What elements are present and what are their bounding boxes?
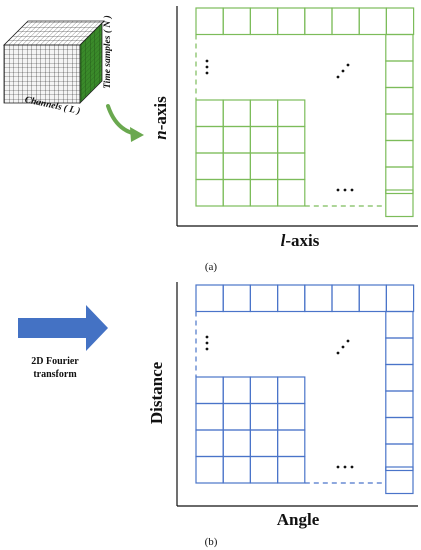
grid-cell [358,7,388,36]
fourier-arrow-icon [18,305,108,351]
fourier-label-1: 2D Fourier [31,356,79,367]
grid-cell [195,402,224,431]
grid-cell [385,86,414,115]
panel-b: Distance Angle (b) [147,282,418,548]
caption-a: (a) [205,261,218,273]
grid-cell [385,113,414,142]
grid-cell [277,429,306,458]
grid-cell [277,402,306,431]
grid-cell [249,7,279,36]
grid-cell [249,284,279,313]
panel-a: Channels ( L ) Time samples ( N ) n-axis… [3,6,418,273]
grid-cell [249,125,279,154]
axes-a [176,6,418,227]
grid-cell [195,152,224,181]
grid-cell [195,7,224,36]
grid-b [195,284,415,495]
grid-cell [385,189,414,218]
grid-cell [385,390,414,419]
ellipsis-diagonal-a [336,63,350,79]
grid-cell [385,466,414,495]
grid-cell [249,429,279,458]
distance-axis-label: Distance [147,361,166,424]
grid-cell [277,376,306,405]
grid-cell [195,125,224,154]
l-axis-label: l-axis [281,231,320,250]
grid-cell [249,402,279,431]
grid-cell [222,99,251,128]
grid-cell [385,284,415,313]
grid-cell [222,429,251,458]
grid-cell [304,7,333,36]
grid-cell [385,443,414,472]
grid-cell [222,7,251,36]
grid-cell [277,99,306,128]
ellipsis-vertical-b [205,335,209,351]
grid-cell [277,125,306,154]
grid-cell [277,455,306,484]
grid-cell [385,310,414,339]
grid-cell [222,178,251,207]
grid-cell [195,455,224,484]
grid-cell [331,7,360,36]
ellipsis-horizontal-a [336,188,354,192]
grid-cell [195,284,224,313]
grid-cell [249,152,279,181]
grid-cell [249,376,279,405]
grid-cell [358,284,388,313]
grid-cell [385,7,415,36]
grid-cell [385,60,414,89]
grid-cell [222,402,251,431]
ellipsis-diagonal-b [336,339,350,355]
angle-axis-label: Angle [277,510,320,529]
grid-cell [385,363,414,392]
grid-cell [304,284,333,313]
grid-cell [195,99,224,128]
grid-cell [222,284,251,313]
grid-cell [195,429,224,458]
grid-a [195,7,415,218]
grid-cell [385,166,414,195]
grid-cell [249,99,279,128]
grid-cell [195,376,224,405]
ellipsis-vertical-a [205,59,209,75]
grid-cell [277,152,306,181]
grid-cell [222,455,251,484]
n-axis-label: n-axis [151,96,170,140]
data-cube-icon [3,20,105,104]
grid-cell [222,376,251,405]
grid-cell [385,139,414,168]
grid-cell [195,178,224,207]
grid-cell [249,178,279,207]
grid-cell [385,416,414,445]
grid-cell [222,125,251,154]
grid-cell [385,33,414,62]
ellipsis-horizontal-b [336,465,354,469]
grid-cell [222,152,251,181]
fourier-label-2: transform [33,369,77,380]
grid-cell [277,7,306,36]
grid-cell [385,337,414,366]
axes-b [176,282,418,507]
caption-b: (b) [205,536,218,548]
cube-time-label: Time samples ( N ) [102,15,113,89]
grid-cell [331,284,360,313]
grid-cell [249,455,279,484]
grid-cell [277,284,306,313]
grid-cell [277,178,306,207]
curved-arrow-icon [106,104,144,142]
